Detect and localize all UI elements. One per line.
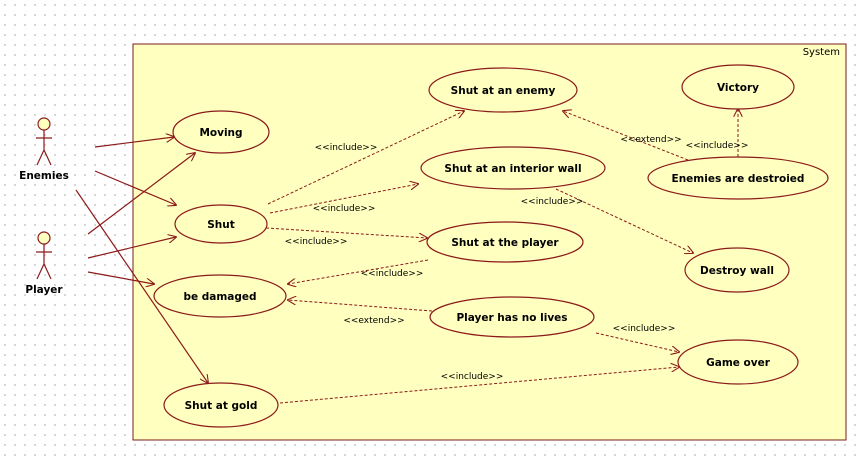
use-case-ellipse[interactable] [174, 204, 268, 244]
association-player-moving[interactable] [87, 153, 195, 235]
use-case-label: be damaged [183, 291, 256, 303]
system-label: System [803, 47, 840, 58]
actor-player[interactable]: Player [25, 231, 63, 296]
association-player-be_damaged[interactable] [87, 271, 154, 284]
use-case-ellipse[interactable] [428, 67, 578, 113]
use-case-label: Moving [199, 127, 242, 139]
use-case-shut_wall[interactable]: Shut at an interior wall [420, 146, 606, 190]
dependency-no_lives-be_damaged[interactable] [288, 300, 433, 312]
use-case-label: Shut [207, 219, 235, 231]
use-case-label: Shut at an enemy [451, 85, 556, 97]
use-case-label: Game over [706, 357, 771, 369]
actor-head-icon [37, 117, 51, 131]
use-case-moving[interactable]: Moving [172, 110, 270, 154]
stereotype-label: <<include>> [441, 372, 504, 382]
stereotype-label: <<include>> [361, 269, 424, 279]
dependency-no_lives-game_over[interactable] [595, 332, 679, 352]
stereotype-label: <<extend>> [620, 135, 681, 145]
use-case-destroy_wall[interactable]: Destroy wall [684, 247, 790, 293]
use-case-be_damaged[interactable]: be damaged [153, 274, 287, 318]
use-case-no_lives[interactable]: Player has no lives [429, 296, 595, 338]
actor-label: Player [25, 284, 63, 296]
association-enemies-shut_gold[interactable] [75, 189, 208, 383]
actor-enemies[interactable]: Enemies [19, 117, 69, 182]
dependency-shut-shut_player[interactable] [265, 227, 427, 238]
stereotype-label: <<include>> [313, 204, 376, 214]
use-case-enemies_destroyed[interactable]: Enemies are destroied [647, 156, 829, 200]
stereotype-label: <<extend>> [343, 316, 404, 326]
stereotype-label: <<include>> [521, 197, 584, 207]
dependency-enemies_destroyed-shut_enemy[interactable] [563, 111, 689, 161]
use-case-ellipse[interactable] [163, 382, 279, 428]
use-case-ellipse[interactable] [429, 296, 595, 338]
dependency-shut-shut_wall[interactable] [269, 184, 418, 214]
dependency-shut-shut_enemy[interactable] [267, 111, 464, 205]
use-case-shut[interactable]: Shut [174, 204, 268, 244]
use-case-label: Destroy wall [700, 265, 774, 277]
use-case-ellipse[interactable] [681, 64, 795, 110]
use-case-victory[interactable]: Victory [681, 64, 795, 110]
use-case-label: Shut at an interior wall [444, 163, 581, 175]
stereotype-label: <<include>> [686, 141, 749, 151]
use-case-ellipse[interactable] [684, 247, 790, 293]
use-case-game_over[interactable]: Game over [677, 339, 799, 385]
stereotype-label: <<include>> [315, 143, 378, 153]
stereotype-label: <<include>> [613, 324, 676, 334]
use-case-ellipse[interactable] [172, 110, 270, 154]
use-case-ellipse[interactable] [677, 339, 799, 385]
actor-body-icon [36, 130, 52, 166]
actor-label: Enemies [19, 170, 69, 182]
use-case-ellipse[interactable] [426, 221, 584, 263]
use-case-label: Victory [717, 82, 759, 94]
use-case-label: Enemies are destroied [672, 173, 805, 185]
use-case-shut_player[interactable]: Shut at the player [426, 221, 584, 263]
association-player-shut[interactable] [87, 237, 176, 259]
use-case-shut_enemy[interactable]: Shut at an enemy [428, 67, 578, 113]
stereotype-label: <<include>> [285, 237, 348, 247]
use-case-shut_gold[interactable]: Shut at gold [163, 382, 279, 428]
actor-head-icon [37, 231, 51, 245]
dependency-shut_player-be_damaged[interactable] [288, 259, 429, 284]
use-case-label: Shut at gold [185, 400, 258, 412]
use-case-label: Shut at the player [451, 237, 559, 249]
dependency-shut_wall-destroy_wall[interactable] [555, 188, 693, 253]
use-case-ellipse[interactable] [153, 274, 287, 318]
association-enemies-shut[interactable] [94, 170, 176, 205]
actor-body-icon [36, 244, 52, 280]
dependency-shut_gold-game_over[interactable] [279, 367, 679, 404]
use-case-label: Player has no lives [456, 312, 567, 324]
use-case-ellipse[interactable] [647, 156, 829, 200]
use-case-ellipse[interactable] [420, 146, 606, 190]
connectors: <<include>> <<include>> <<include>> <<inclu… [75, 109, 749, 404]
association-enemies-moving[interactable] [94, 137, 174, 148]
